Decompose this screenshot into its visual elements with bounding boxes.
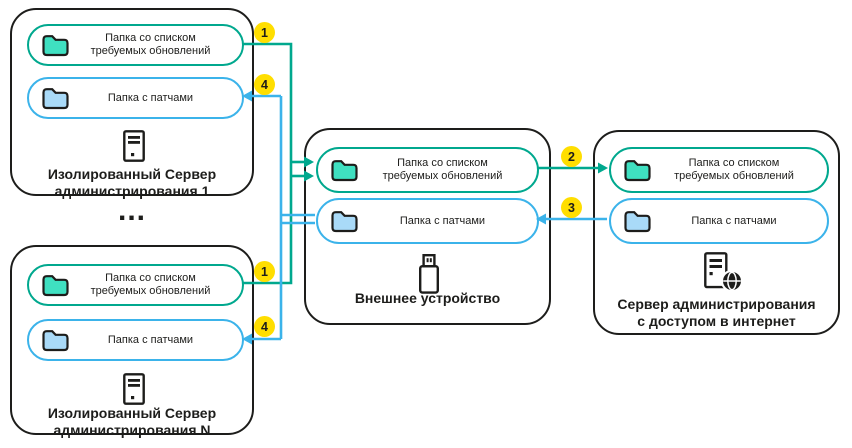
folder-updates-icon xyxy=(331,159,358,181)
step-badge-1-server1: 1 xyxy=(254,22,275,43)
pill-patches-label: Папка с патчами xyxy=(107,92,194,104)
pill-patches-label: Папка с патчами xyxy=(107,334,194,346)
pill-updates-label: Папка со списком требуемых обновлений xyxy=(90,31,211,58)
pill-updates-folder-serverN: Папка со списком требуемых обновлений xyxy=(27,264,244,306)
pill-updates-label: Папка со списком требуемых обновлений xyxy=(90,271,211,298)
node-isolated-server-1: Папка со списком требуемых обновлений Па… xyxy=(10,8,254,199)
folder-updates-icon xyxy=(42,34,69,56)
pill-updates-label: Папка со списком требуемых обновлений xyxy=(674,156,794,183)
server-icon xyxy=(123,130,145,162)
node-title-external: Внешнее устройство xyxy=(354,290,501,306)
step-badge-4-server1: 4 xyxy=(254,74,275,95)
step-badge-3: 3 xyxy=(561,197,582,218)
server-globe-icon xyxy=(704,252,742,293)
folder-updates-icon xyxy=(624,159,651,181)
usb-drive-icon xyxy=(419,254,439,294)
folder-patches-icon xyxy=(331,210,358,232)
node-external-device: Папка со списком требуемых обновлений Па… xyxy=(304,128,551,325)
step-badge-4-serverN: 4 xyxy=(254,316,275,337)
more-servers-ellipsis: ... xyxy=(117,194,146,227)
pill-updates-label: Папка со списком требуемых обновлений xyxy=(382,156,503,183)
pill-patches-folder-serverN: Папка с патчами xyxy=(27,319,244,361)
folder-patches-icon xyxy=(624,210,651,232)
pill-patches-folder-external: Папка с патчами xyxy=(316,198,539,244)
pill-patches-folder-server1: Папка с патчами xyxy=(27,77,244,119)
pill-updates-folder-internet: Папка со списком требуемых обновлений xyxy=(609,147,829,193)
pill-updates-folder-external: Папка со списком требуемых обновлений xyxy=(316,147,539,193)
node-title-server1: Изолированный Сервер администрирования 1 xyxy=(47,166,217,199)
node-isolated-server-n: Папка со списком требуемых обновлений Па… xyxy=(10,245,254,438)
folder-updates-icon xyxy=(42,274,69,296)
node-internet-server: Папка со списком требуемых обновлений Па… xyxy=(593,130,840,335)
step-badge-1-serverN: 1 xyxy=(254,261,275,282)
step-badge-2: 2 xyxy=(561,146,582,167)
folder-patches-icon xyxy=(42,87,69,109)
pill-updates-folder-server1: Папка со списком требуемых обновлений xyxy=(27,24,244,66)
pill-patches-label: Папка с патчами xyxy=(691,215,777,227)
node-title-internet: Сервер администрирования с доступом в ин… xyxy=(617,296,816,329)
folder-patches-icon xyxy=(42,329,69,351)
pill-patches-folder-internet: Папка с патчами xyxy=(609,198,829,244)
server-icon xyxy=(123,373,145,405)
node-title-serverN: Изолированный Сервер администрирования N xyxy=(47,405,217,438)
pill-patches-label: Папка с патчами xyxy=(399,215,486,227)
